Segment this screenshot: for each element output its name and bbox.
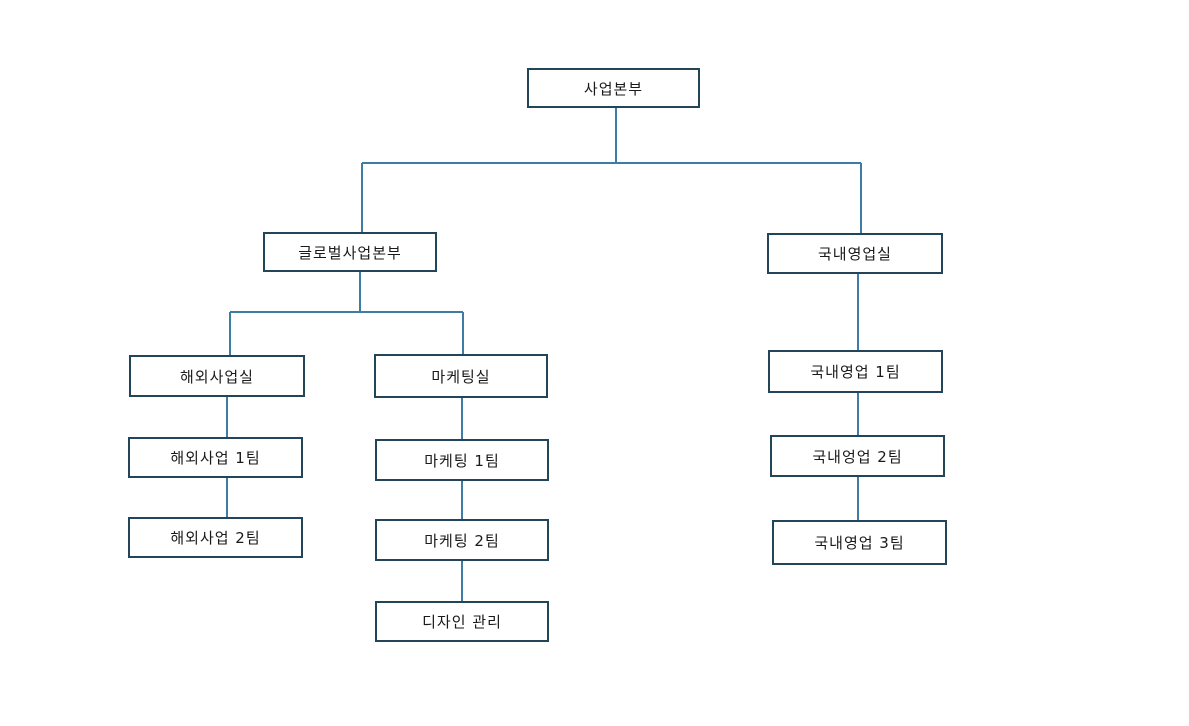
org-node-label: 마케팅 1팀: [424, 451, 500, 470]
org-node-overseas-business-office: 해외사업실: [129, 355, 305, 397]
org-node-domestic-sales-team-2: 국내엉업 2팀: [770, 435, 945, 477]
org-node-marketing-office: 마케팅실: [374, 354, 548, 398]
org-node-label: 디자인 관리: [422, 613, 502, 631]
org-node-design-management: 디자인 관리: [375, 601, 549, 642]
org-node-marketing-team-1: 마케팅 1팀: [375, 439, 549, 481]
org-node-label: 국내영업실: [817, 245, 892, 263]
org-node-label: 마케팅 2팀: [424, 531, 500, 550]
org-node-label: 마케팅실: [431, 367, 491, 386]
org-node-label: 국내영업 3팀: [814, 534, 905, 552]
org-node-label: 국내엉업 2팀: [812, 447, 903, 466]
org-node-label: 해외사업 2팀: [170, 529, 261, 547]
org-node-label: 글로벌사업본부: [298, 243, 402, 262]
org-node-domestic-sales-team-1: 국내영업 1팀: [768, 350, 943, 393]
org-node-domestic-sales-office: 국내영업실: [767, 233, 943, 274]
org-node-label: 사업본부: [583, 79, 644, 98]
org-node-domestic-sales-team-3: 국내영업 3팀: [772, 520, 947, 565]
org-node-marketing-team-2: 마케팅 2팀: [375, 519, 549, 561]
org-node-global-business-hq: 글로벌사업본부: [263, 232, 437, 272]
org-node-overseas-team-1: 해외사업 1팀: [128, 437, 303, 478]
org-node-label: 해외사업 1팀: [170, 449, 261, 467]
org-node-overseas-team-2: 해외사업 2팀: [128, 517, 303, 558]
org-node-business-hq: 사업본부: [527, 68, 700, 108]
org-node-label: 해외사업실: [179, 367, 254, 386]
org-node-label: 국내영업 1팀: [810, 363, 901, 381]
